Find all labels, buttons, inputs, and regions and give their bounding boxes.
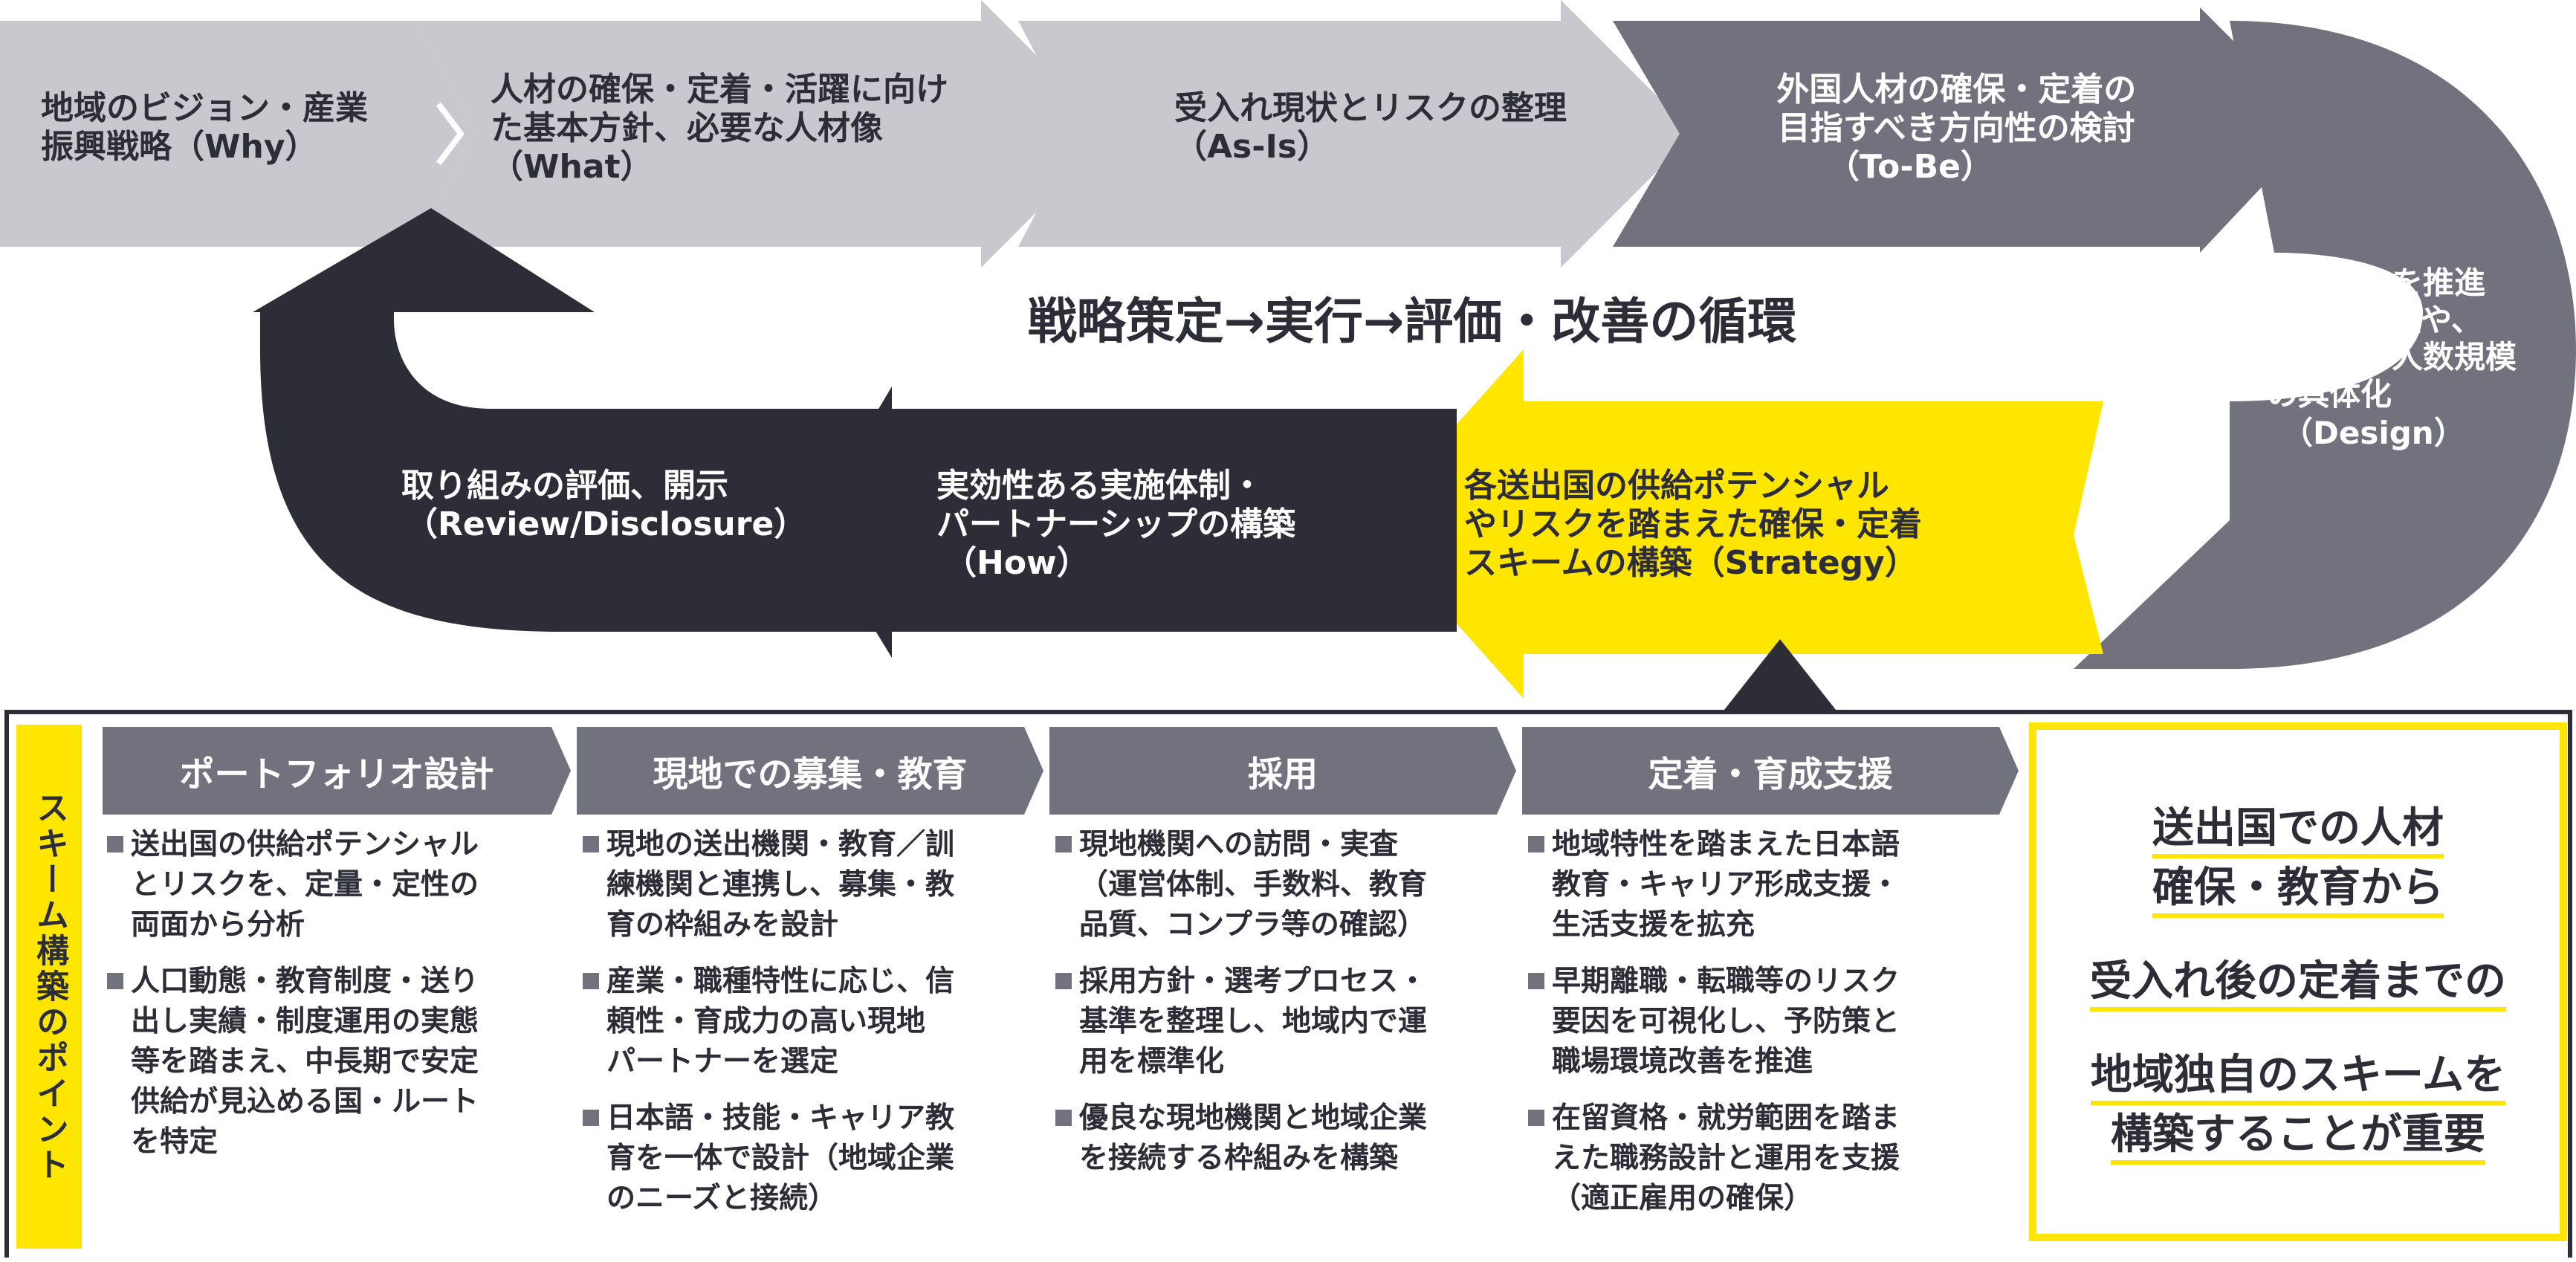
- bullet-square-icon: [583, 1110, 599, 1126]
- step-review-line-1: 取り組みの評価、開示: [401, 467, 728, 505]
- svg-text:各送出国の供給ポテンシャル やリスクを踏まえた確保・: 各送出国の供給ポテンシャル やリスクを踏まえた確保・定着 スキームの構築（Str…: [1464, 467, 1933, 582]
- pointer-triangle-icon: [1724, 639, 1836, 710]
- summary-line-5: 構築することが重要: [2111, 1110, 2485, 1165]
- step-design-line-2: すべき職種や、: [2267, 302, 2482, 338]
- step-strategy-line-2: やリスクを踏まえた確保・定着: [1464, 505, 1922, 543]
- step-what-line-3: （What）: [491, 148, 653, 186]
- step-how-line-1: 実効性ある実施体制・: [936, 467, 1263, 505]
- list-item: 現地機関への訪問・実査 （運営体制、手数料、教育 品質、コンプラ等の確認）: [1052, 825, 1513, 945]
- list-item: 採用方針・選考プロセス・ 基準を整理し、地域内で運 用を標準化: [1052, 962, 1513, 1082]
- column-portfolio: 送出国の供給ポテンシャル とリスクを、定量・定性の 両面から分析 人口動態・教育…: [104, 825, 565, 1179]
- svg-text:取り組みの評価、開示 （Review/Disclos: 取り組みの評価、開示 （Review/Disclosure）: [401, 467, 806, 543]
- step-tobe-arrow: [1613, 7, 2319, 253]
- step-how-line-3: （How）: [944, 544, 1090, 582]
- bullet-square-icon: [1528, 973, 1544, 989]
- step-tobe-line-3: （To-Be）: [1827, 148, 1993, 186]
- column-heading-hiring: 採用: [1049, 727, 1516, 815]
- step-why-line-2: 振興戦略（Why）: [41, 128, 318, 166]
- svg-text:外国人材の確保・定着の 目指すべき方向性の検討: 外国人材の確保・定着の 目指すべき方向性の検討 （To-Be）: [1776, 71, 2147, 186]
- bullet-square-icon: [583, 973, 599, 989]
- step-why-line-1: 地域のビジョン・産業: [41, 89, 368, 127]
- bullet-square-icon: [107, 836, 123, 852]
- step-strategy-line-1: 各送出国の供給ポテンシャル: [1464, 467, 1889, 505]
- svg-text:人材の確保・定着・活躍に向け た基本方針、必要な人材: 人材の確保・定着・活躍に向け た基本方針、必要な人材像 （What）: [491, 71, 959, 186]
- step-what-line-2: た基本方針、必要な人材像: [491, 109, 883, 147]
- step-how-line-2: パートナーシップの構築: [936, 505, 1296, 543]
- step-what-arrow: [416, 0, 1115, 268]
- column-retention: 地域特性を踏まえた日本語 教育・キャリア形成支援・ 生活支援を拡充 早期離職・転…: [1525, 825, 1986, 1235]
- column-recruit-education: 現地の送出機関・教育／訓 練機関と連携し、募集・教 育の枠組みを設計 産業・職種…: [580, 825, 1041, 1235]
- cycle-diagram: 戦略策定→実行→評価・改善の循環 地域のビジョン・産業 振興戦略（Why） 人材…: [0, 0, 2576, 710]
- list-item: 地域特性を踏まえた日本語 教育・キャリア形成支援・ 生活支援を拡充: [1525, 825, 1986, 945]
- list-item: 現地の送出機関・教育／訓 練機関と連携し、募集・教 育の枠組みを設計: [580, 825, 1041, 945]
- step-design-line-3: スキル、人数規模: [2267, 339, 2517, 375]
- step-strategy-arrow: [1368, 349, 2103, 699]
- step-design-line-5: （Design）: [2282, 415, 2465, 451]
- bullet-square-icon: [1055, 1110, 1072, 1126]
- bullet-square-icon: [1528, 1110, 1544, 1126]
- list-item: 人口動態・教育制度・送り 出し実績・制度運用の実態 等を踏まえ、中長期で安定 供…: [104, 962, 565, 1162]
- bullet-square-icon: [1528, 836, 1544, 852]
- step-design-curve: [2074, 21, 2576, 669]
- step-tobe-line-2: 目指すべき方向性の検討: [1778, 109, 2135, 147]
- step-how-arrow: [810, 386, 1457, 658]
- list-item: 早期離職・転職等のリスク 要因を可視化し、予防策と 職場環境改善を推進: [1525, 962, 1986, 1082]
- list-item: 在留資格・就労範囲を踏ま えた職務設計と運用を支援 （適正雇用の確保）: [1525, 1098, 1986, 1219]
- svg-text:実効性ある実施体制・ パートナーシップの構築: 実効性ある実施体制・ パートナーシップの構築 （How）: [936, 467, 1307, 582]
- separator-chevron-icon: [436, 102, 465, 166]
- bullet-square-icon: [1055, 836, 1072, 852]
- list-item: 産業・職種特性に応じ、信 頼性・育成力の高い現地 パートナーを選定: [580, 962, 1041, 1082]
- list-item: 日本語・技能・キャリア教 育を一体で設計（地域企業 のニーズと接続）: [580, 1098, 1041, 1219]
- cycle-title: 戦略策定→実行→評価・改善の循環: [1028, 293, 1797, 350]
- summary-line-4: 地域独自のスキームを: [2090, 1051, 2506, 1105]
- step-asis-arrow: [1018, 0, 1695, 268]
- step-asis-line-1: 受入れ現状とリスクの整理: [1174, 89, 1567, 127]
- column-heading-retention: 定着・育成支援: [1522, 727, 2019, 815]
- svg-text:受入れ現状とリスクの整理 （As-Is）: 受入れ現状とリスクの整理 （As-Is）: [1174, 89, 1578, 166]
- svg-text:受け入れを推進 すべき職種や、 スキル、人数: 受け入れを推進 すべき職種や、 スキル、人数規模 の具体化 （Design）: [2267, 265, 2528, 451]
- step-design-line-4: の具体化: [2267, 376, 2392, 412]
- scheme-points-label: スキーム構築のポイント: [16, 725, 82, 1249]
- step-what-line-1: 人材の確保・定着・活躍に向け: [491, 71, 948, 109]
- step-asis-line-2: （As-Is）: [1174, 128, 1330, 166]
- column-hiring: 現地機関への訪問・実査 （運営体制、手数料、教育 品質、コンプラ等の確認） 採用…: [1052, 825, 1513, 1195]
- summary-box: 送出国での人材 確保・教育から 受入れ後の定着までの 地域独自のスキームを 構築…: [2029, 722, 2567, 1241]
- svg-text:地域のビジョン・産業 振興戦略（Why）: 地域のビジョン・産業 振興戦略（Why）: [41, 89, 379, 166]
- summary-line-1: 送出国での人材: [2152, 804, 2444, 858]
- column-heading-portfolio: ポートフォリオ設計: [103, 727, 571, 815]
- summary-line-2: 確保・教育から: [2152, 864, 2444, 918]
- column-heading-recruit-education: 現地での募集・教育: [577, 727, 1043, 815]
- bullet-square-icon: [1055, 973, 1072, 989]
- bullet-square-icon: [583, 836, 599, 852]
- bullet-square-icon: [107, 973, 123, 989]
- step-review-line-2: （Review/Disclosure）: [405, 505, 806, 543]
- step-why-arrow: [0, 21, 476, 247]
- step-review-curve: [253, 208, 899, 632]
- step-tobe-line-1: 外国人材の確保・定着の: [1776, 71, 2136, 109]
- scheme-points-label-text: スキーム構築のポイント: [30, 790, 68, 1183]
- step-design-line-1: 受け入れを推進: [2267, 265, 2485, 301]
- list-item: 送出国の供給ポテンシャル とリスクを、定量・定性の 両面から分析: [104, 825, 565, 945]
- list-item: 優良な現地機関と地域企業 を接続する枠組みを構築: [1052, 1098, 1513, 1179]
- summary-line-3: 受入れ後の定着までの: [2090, 957, 2506, 1012]
- step-strategy-line-3: スキームの構築（Strategy）: [1464, 544, 1918, 582]
